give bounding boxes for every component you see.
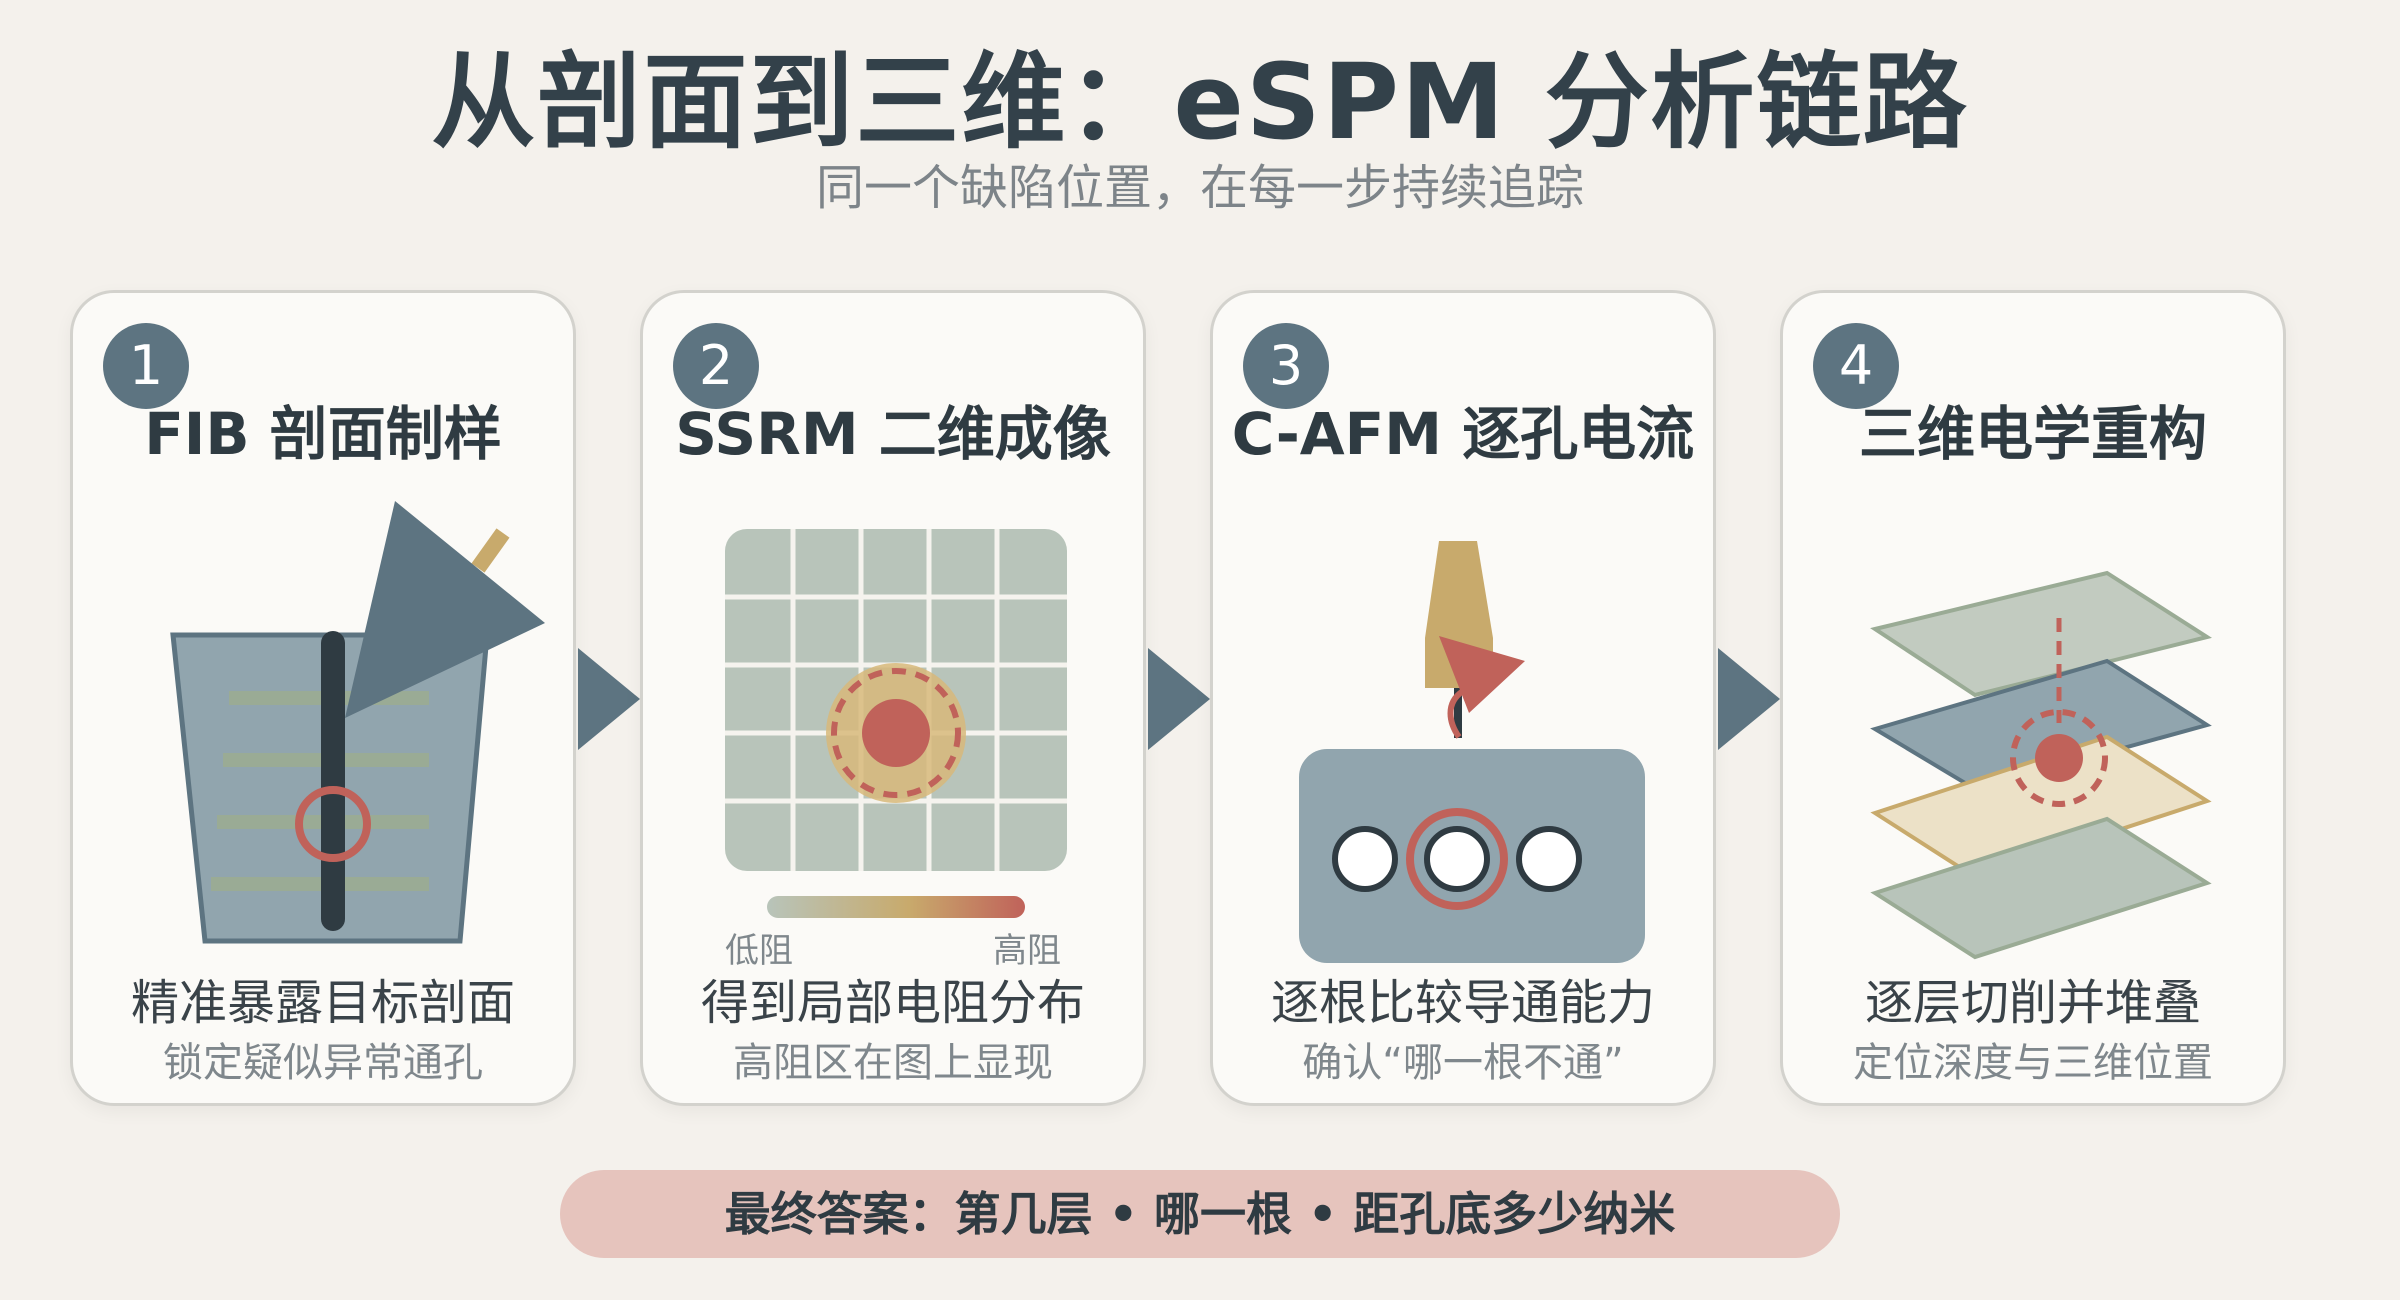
3d-layer-stack-icon [1870,570,2212,960]
step-subcaption: 定位深度与三维位置 [1853,1040,2213,1086]
arrow-right-icon [578,648,640,750]
step-subcaption: 高阻区在图上显现 [733,1040,1053,1086]
arrow-right-icon [1718,648,1780,750]
step-subcaption: 锁定疑似异常通孔 [163,1040,483,1086]
step-title: SSRM 二维成像 [675,400,1111,468]
arrow-right-icon [1148,648,1210,750]
step-title: C-AFM 逐孔电流 [1231,400,1695,468]
step-title: FIB 剖面制样 [144,400,502,468]
step-number-badge: 2 [673,323,759,409]
step-caption: 逐根比较导通能力 [1270,975,1655,1031]
step-number-badge: 3 [1243,323,1329,409]
step-card-ssrm: 2 SSRM 二维成像 低阻 高阻 得到局部电阻分布 高阻区在图上显现 [640,290,1146,1106]
page-subtitle: 同一个缺陷位置，在每一步持续追踪 [815,160,1584,216]
step-number-badge: 4 [1813,323,1899,409]
step-card-fib: 1 FIB 剖面制样 精准暴露目标剖面 锁定疑似异常通孔 [70,290,576,1106]
fib-cross-section-icon [170,501,545,944]
legend-low-label: 低阻 [725,931,793,971]
cafm-probe-icon [1299,541,1645,963]
legend-high-label: 高阻 [993,931,1061,971]
step-caption: 得到局部电阻分布 [700,975,1085,1031]
step-caption: 逐层切削并堆叠 [1864,975,2201,1031]
step-caption: 精准暴露目标剖面 [130,975,515,1031]
step-subcaption: 确认“哪一根不通” [1302,1040,1624,1086]
page-title: 从剖面到三维：eSPM 分析链路 [431,41,1969,163]
step-number-badge: 1 [103,323,189,409]
step-card-3d: 4 三维电学重构 逐层切削并堆叠 定位深度与三维位置 [1780,290,2286,1106]
final-answer-banner: 最终答案：第几层 • 哪一根 • 距孔底多少纳米 [560,1170,1840,1258]
step-card-cafm: 3 C-AFM 逐孔电流 逐根比较导通能力 确认“哪一根不通” [1210,290,1716,1106]
step-title: 三维电学重构 [1858,400,2207,468]
ssrm-resistance-map-icon [725,529,1067,918]
